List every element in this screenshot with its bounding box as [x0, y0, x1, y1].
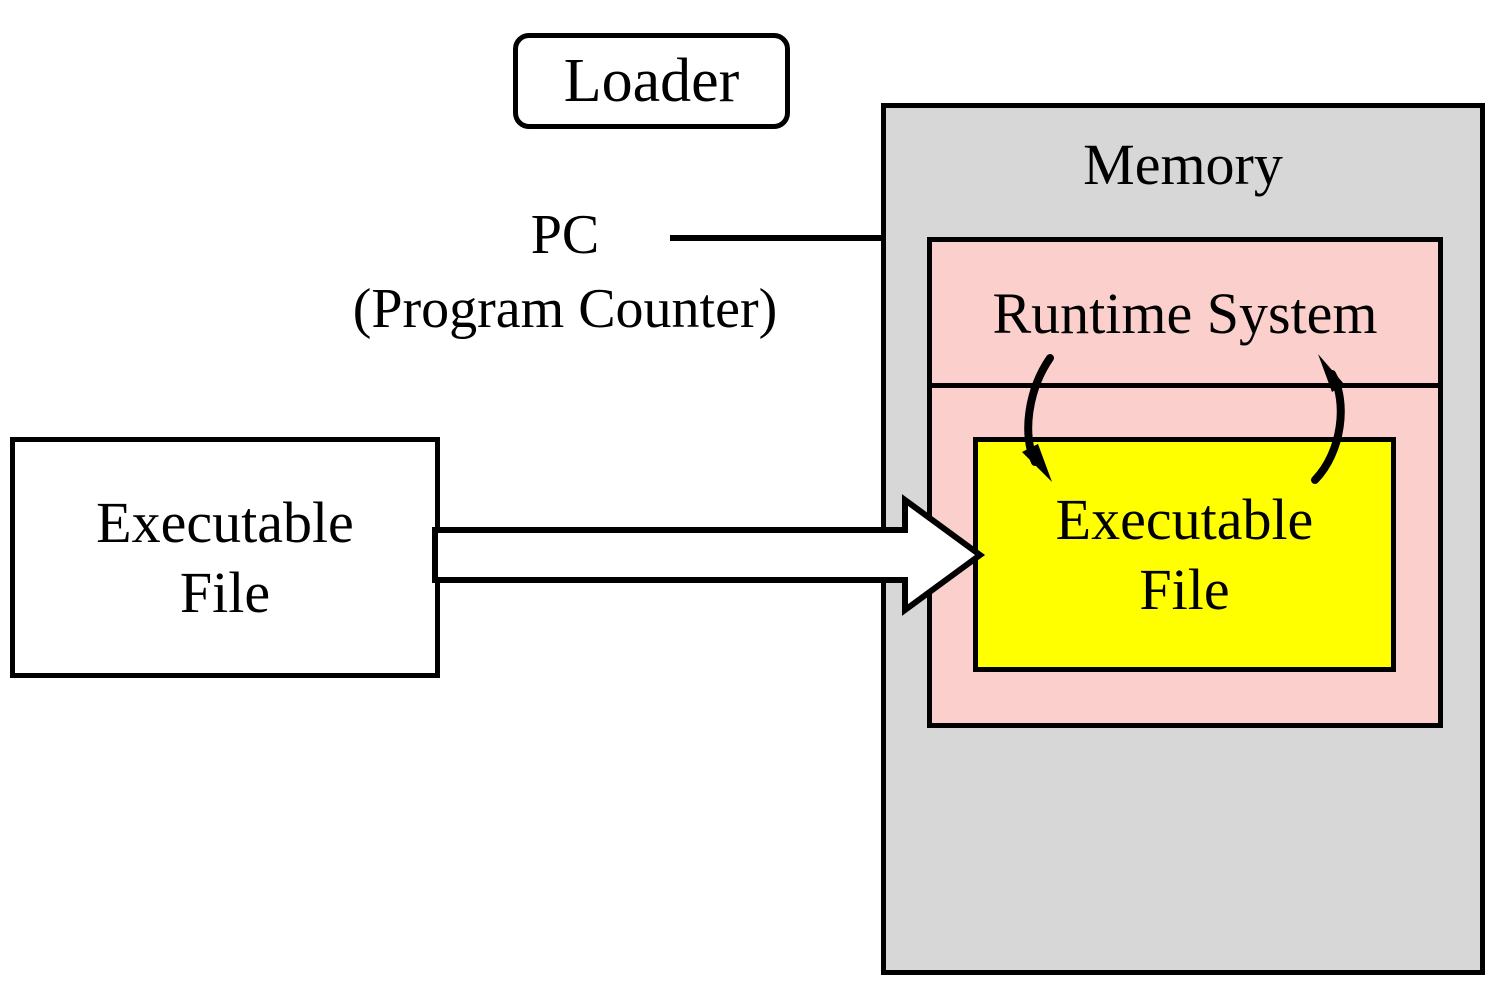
- executable-file-loaded-into-memory-arrow: [432, 494, 986, 616]
- executable-in-memory-line2: File: [1139, 556, 1230, 622]
- runtime-system-divider-line: [927, 383, 1443, 388]
- executable-file-in-memory-box: Executable File: [973, 437, 1396, 672]
- executable-to-runtime-arrow: [1311, 354, 1345, 484]
- executable-in-memory-line1: Executable: [1055, 486, 1314, 552]
- memory-label: Memory: [1083, 132, 1283, 197]
- pc-expansion: (Program Counter): [352, 278, 778, 341]
- loader-box: Loader: [513, 33, 790, 129]
- runtime-system-label: Runtime System: [992, 281, 1378, 346]
- pc-abbreviation: PC: [530, 204, 600, 266]
- loader-label: Loader: [563, 47, 740, 115]
- runtime-executable-control-flow-arrows: [1022, 354, 1345, 484]
- runtime-to-executable-arrow: [1022, 354, 1054, 482]
- executable-file-box: Executable File: [10, 437, 440, 678]
- executable-file-line1: Executable: [96, 489, 354, 555]
- executable-file-line2: File: [179, 559, 271, 625]
- program-counter-label: PC (Program Counter): [255, 198, 875, 347]
